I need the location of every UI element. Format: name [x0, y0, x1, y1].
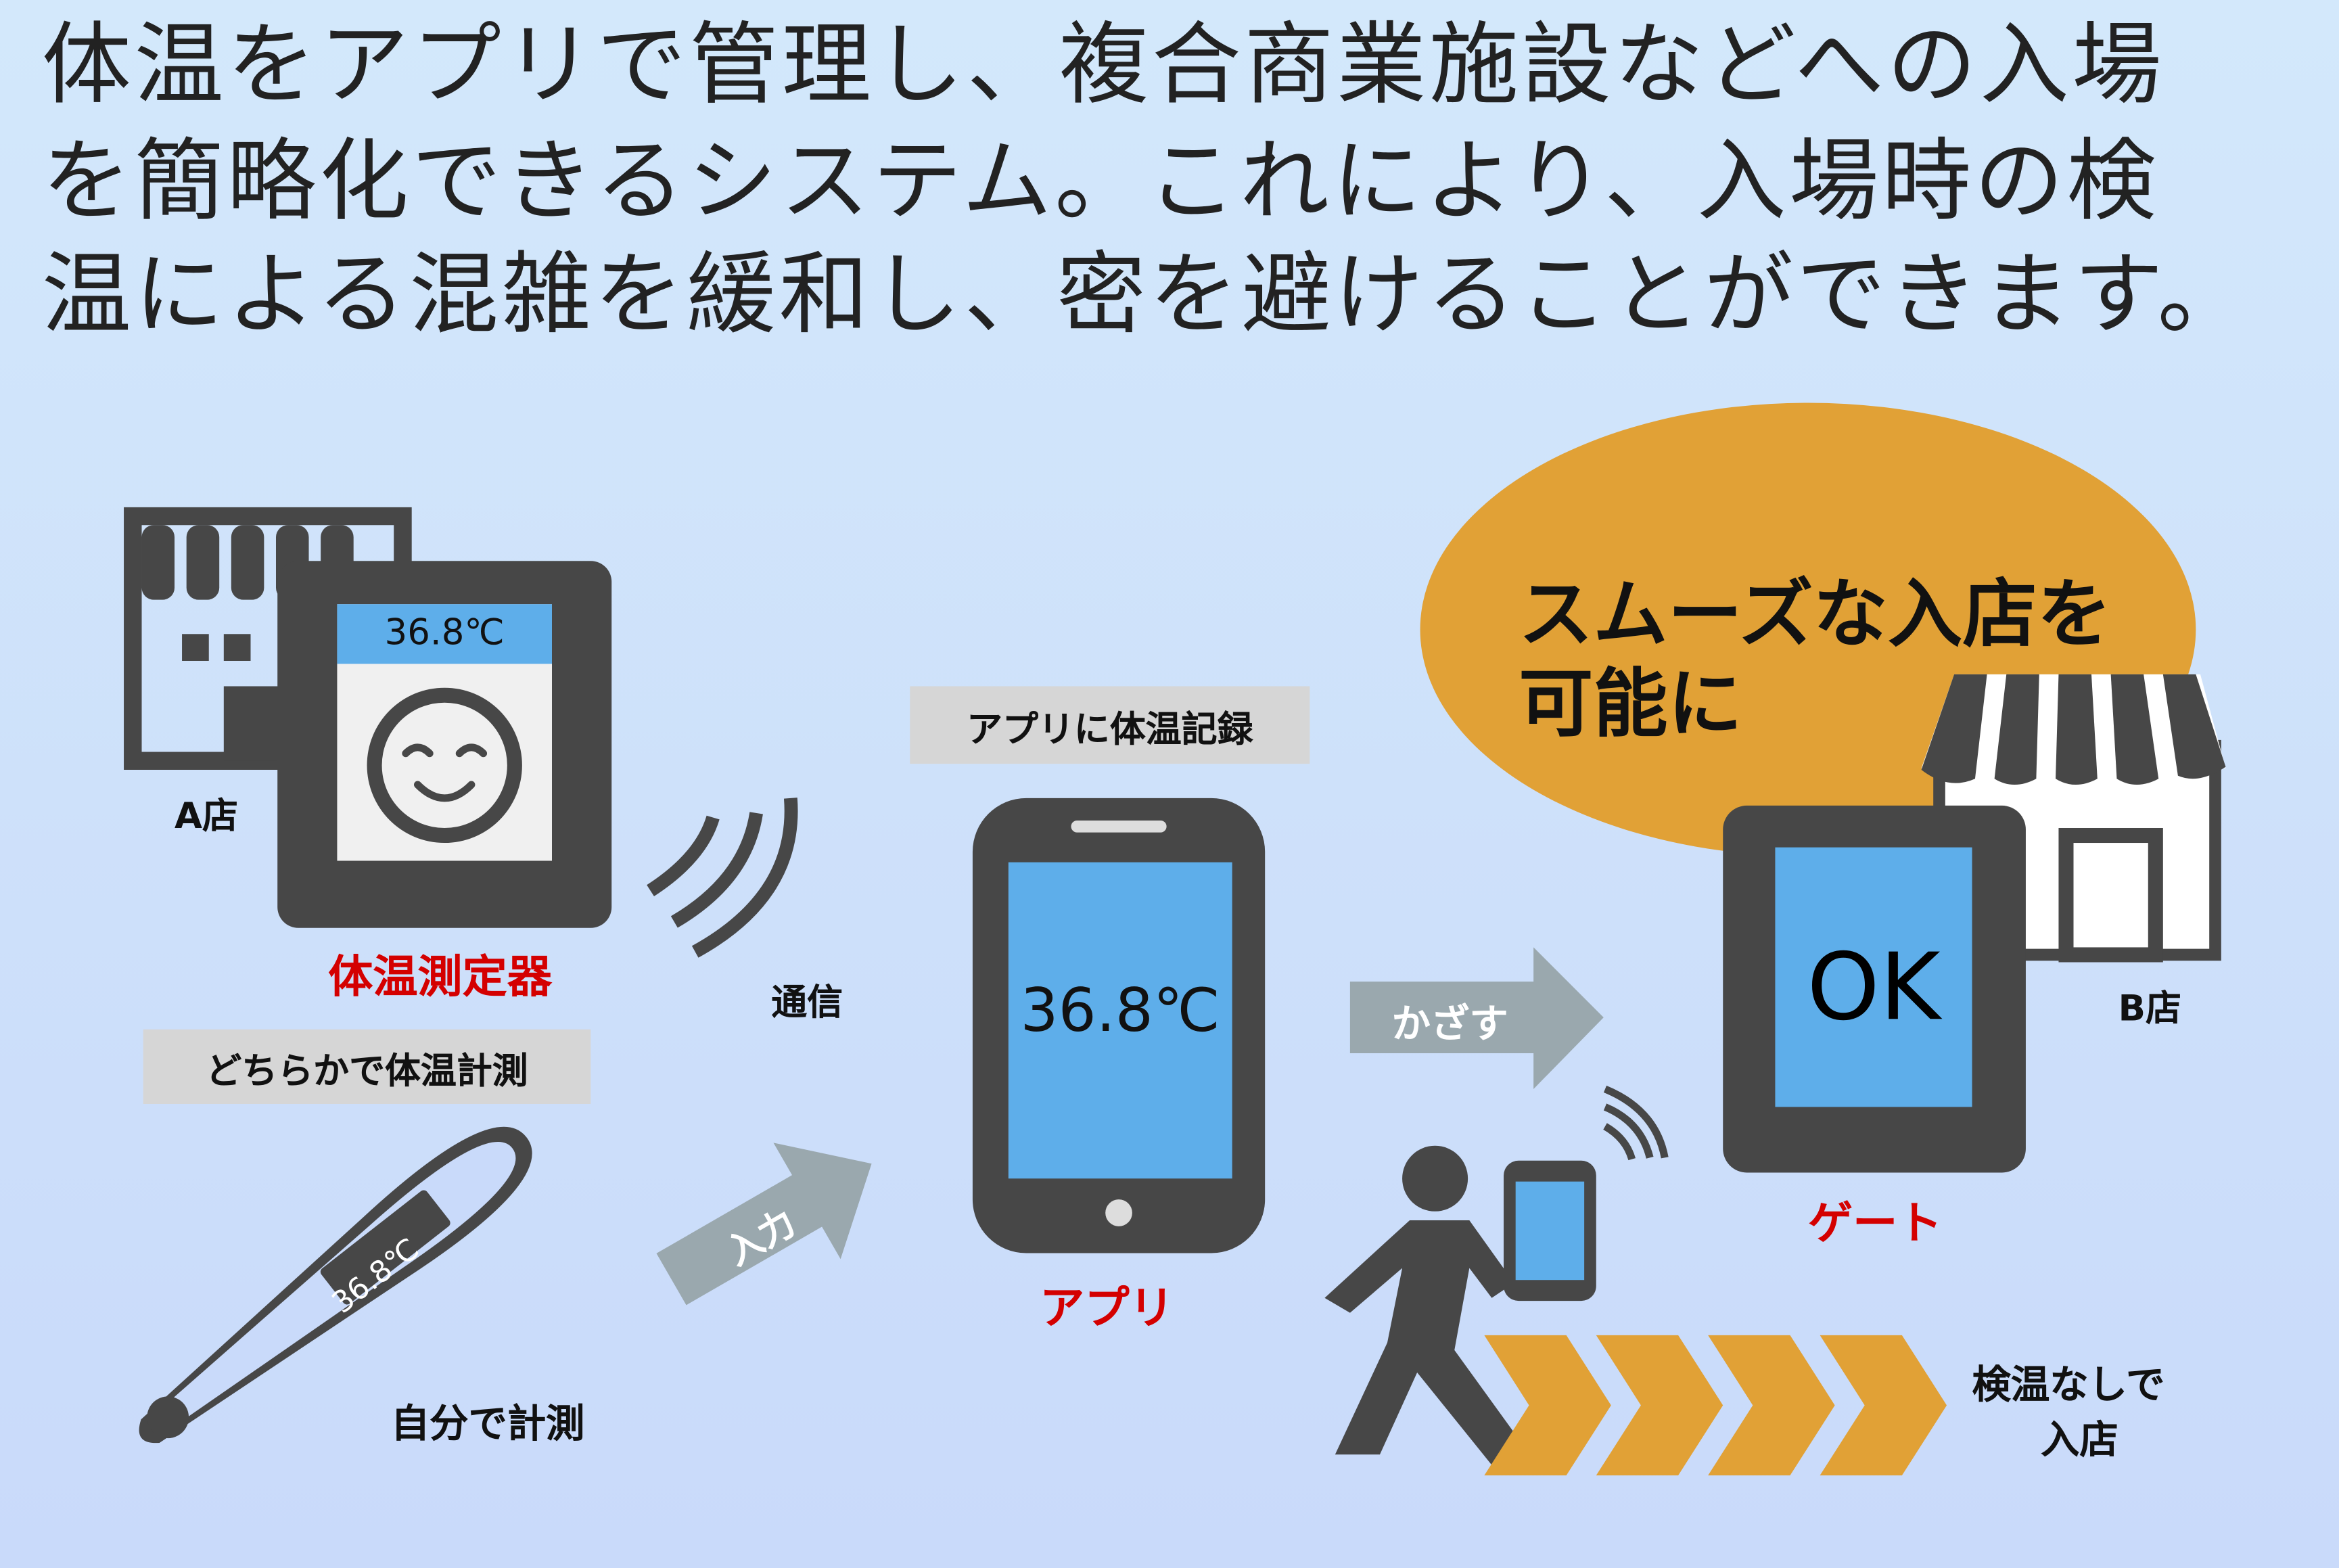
enter-label-line-2: 入店 — [2040, 1419, 2118, 1464]
self-measure-label: 自分で計測 — [390, 1402, 585, 1448]
store-a-label: A店 — [175, 795, 238, 837]
gate-screen-ok: OK — [1807, 932, 1941, 1042]
record-box: アプリに体温記録 — [910, 686, 1310, 764]
signal-waves-icon — [647, 798, 798, 958]
gate-label: ゲート — [1807, 1197, 1943, 1251]
smartphone-icon — [972, 798, 1266, 1253]
enter-label-line-1: 検温なしで — [1972, 1363, 2165, 1408]
heading-line-3: 温による混雑を緩和し、密を避けることができます。 — [41, 243, 2250, 348]
heading-line-1: 体温をアプリで管理し、複合商業施設などへの入場 — [41, 13, 2165, 118]
app-label: アプリ — [1040, 1283, 1174, 1335]
walking-person-icon — [1324, 1085, 1669, 1465]
device-temp-readout: 36.8℃ — [384, 612, 505, 653]
gate-device-icon — [1723, 805, 2026, 1173]
bubble-line-1: スムーズな入店を — [1519, 571, 2112, 658]
input-arrow-icon — [656, 1143, 872, 1306]
device-label: 体温測定器 — [328, 952, 552, 1005]
thermometer-device-icon — [277, 561, 612, 928]
hold-arrow-label: かざす — [1391, 1002, 1508, 1048]
store-b-label: B店 — [2118, 987, 2181, 1030]
heading-line-2: を簡略化できるシステム。これにより、入場時の検 — [41, 129, 2160, 235]
handheld-thermometer-icon — [139, 1126, 532, 1444]
hold-arrow-icon — [1349, 947, 1604, 1089]
forward-chevrons-icon — [1484, 1335, 1947, 1476]
phone-temp-readout: 36.8℃ — [1020, 977, 1220, 1046]
either-box: どちらかで体温計測 — [143, 1029, 591, 1104]
bubble-line-2: 可能に — [1519, 660, 1742, 747]
comm-label: 通信 — [771, 982, 843, 1023]
